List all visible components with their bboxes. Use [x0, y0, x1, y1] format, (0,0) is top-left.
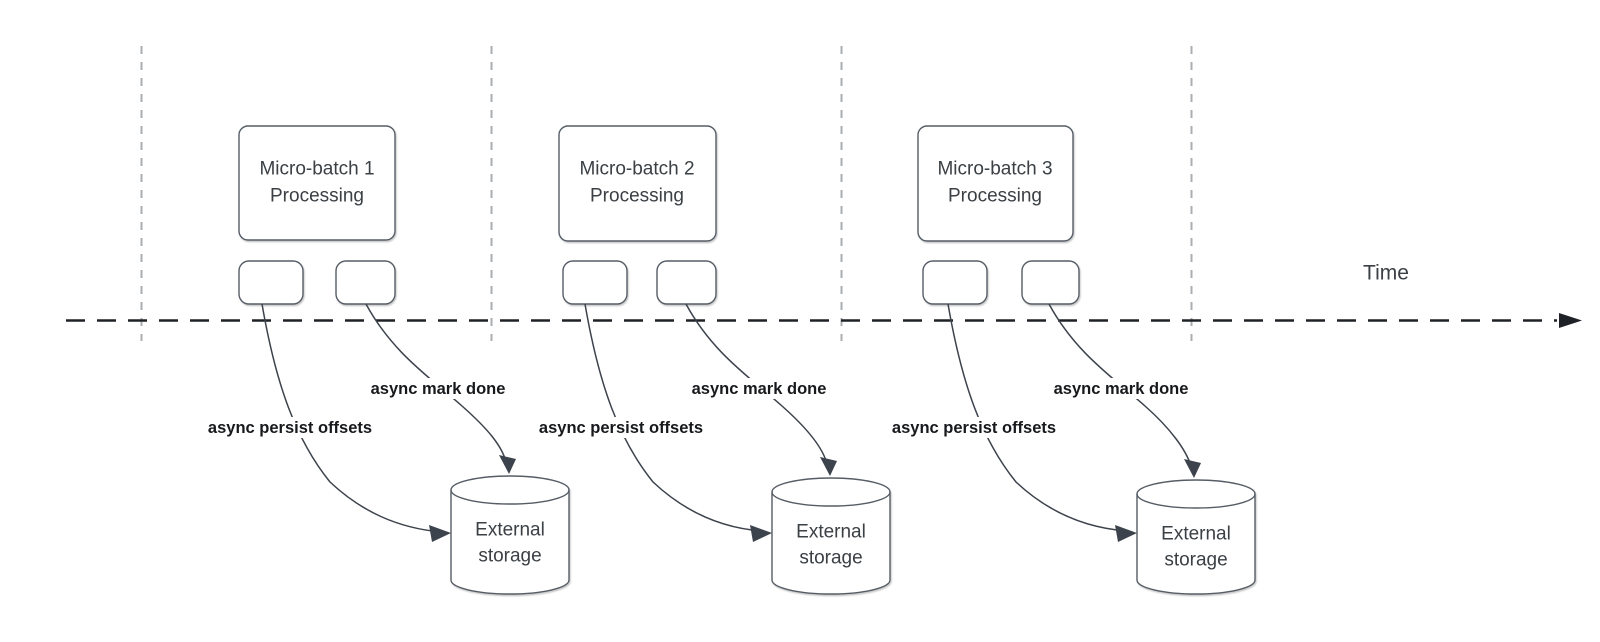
time-axis-label: Time	[1363, 262, 1409, 285]
microbatch-1-mark-done-label: async mark done	[371, 380, 506, 398]
microbatch-2-mark-done-arrow	[685, 303, 828, 465]
microbatch-2-mark-done-arrowhead-icon	[820, 457, 837, 476]
microbatch-1-persist-offsets-label: async persist offsets	[208, 419, 372, 437]
microbatch-2-subtask-right-box	[656, 260, 717, 305]
microbatch-3-mark-done-arrowhead-icon	[1184, 459, 1201, 478]
external-storage-1-label-line2: storage	[478, 546, 541, 567]
external-storage-1-label-line1: External	[475, 520, 545, 541]
microbatch-3-persist-offsets-label-bg	[884, 417, 1065, 438]
microbatch-2-subtitle: Processing	[590, 186, 684, 207]
external-storage-3-cylinder	[1136, 479, 1256, 595]
microbatch-1-persist-offsets-label-bg	[200, 417, 381, 438]
external-storage-3-label-line1: External	[1161, 524, 1231, 545]
microbatch-3-mark-done-label: async mark done	[1054, 380, 1189, 398]
microbatch-1-mark-done-arrow	[365, 303, 507, 463]
batch-2-group: Micro-batch 2 Processing External storag…	[531, 125, 891, 595]
microbatch-2-persist-offsets-label-bg	[531, 417, 712, 438]
external-storage-1-cylinder-lip	[450, 489, 570, 505]
microbatch-1-mark-done-arrowhead-icon	[499, 455, 516, 474]
microbatch-1-subtitle: Processing	[270, 186, 364, 207]
batch-1-group: Micro-batch 1 Processing External storag…	[200, 125, 570, 595]
microbatch-3-subtitle: Processing	[948, 186, 1042, 207]
microbatch-2-mark-done-label: async mark done	[692, 380, 827, 398]
microbatch-2-processing-box	[558, 125, 717, 242]
microbatch-3-persist-offsets-arrowhead-icon	[1115, 525, 1137, 542]
microbatch-3-subtask-left-box	[922, 260, 988, 305]
microbatch-1-processing-box	[238, 125, 396, 241]
microbatch-3-title: Micro-batch 3	[937, 159, 1052, 180]
microbatch-3-persist-offsets-label: async persist offsets	[892, 419, 1056, 437]
microbatch-2-subtask-left-box	[562, 260, 628, 305]
microbatch-3-mark-done-arrow	[1048, 303, 1192, 467]
microbatch-2-persist-offsets-arrow	[584, 303, 763, 532]
time-axis-arrowhead-icon	[1559, 313, 1582, 328]
external-storage-2-cylinder	[771, 477, 891, 595]
batch-3-group: Micro-batch 3 Processing External storag…	[884, 125, 1256, 595]
microbatch-1-persist-offsets-arrowhead-icon	[429, 525, 451, 542]
microbatch-2-title: Micro-batch 2	[579, 159, 694, 180]
microbatch-1-mark-done-label-bg	[363, 378, 513, 399]
external-storage-2-label-line1: External	[796, 522, 866, 543]
external-storage-3-cylinder-lip	[1136, 493, 1256, 509]
microbatch-2-mark-done-label-bg	[684, 378, 834, 399]
microbatch-3-subtask-right-box	[1021, 260, 1080, 305]
external-storage-2-cylinder-lip	[771, 491, 891, 507]
external-storage-3-label-line2: storage	[1164, 550, 1227, 571]
microbatch-1-title: Micro-batch 1	[259, 159, 374, 180]
microbatch-1-persist-offsets-arrow	[261, 303, 442, 533]
external-storage-2-label-line2: storage	[799, 548, 862, 569]
external-storage-1-cylinder	[450, 475, 570, 595]
microbatch-2-persist-offsets-label: async persist offsets	[539, 419, 703, 437]
microbatch-3-processing-box	[917, 125, 1074, 242]
microbatch-1-subtask-right-box	[335, 260, 396, 305]
microbatch-3-mark-done-label-bg	[1046, 378, 1196, 399]
microbatch-2-persist-offsets-arrowhead-icon	[750, 525, 772, 542]
microbatch-1-subtask-left-box	[238, 260, 304, 305]
microbatch-3-persist-offsets-arrow	[947, 303, 1128, 532]
